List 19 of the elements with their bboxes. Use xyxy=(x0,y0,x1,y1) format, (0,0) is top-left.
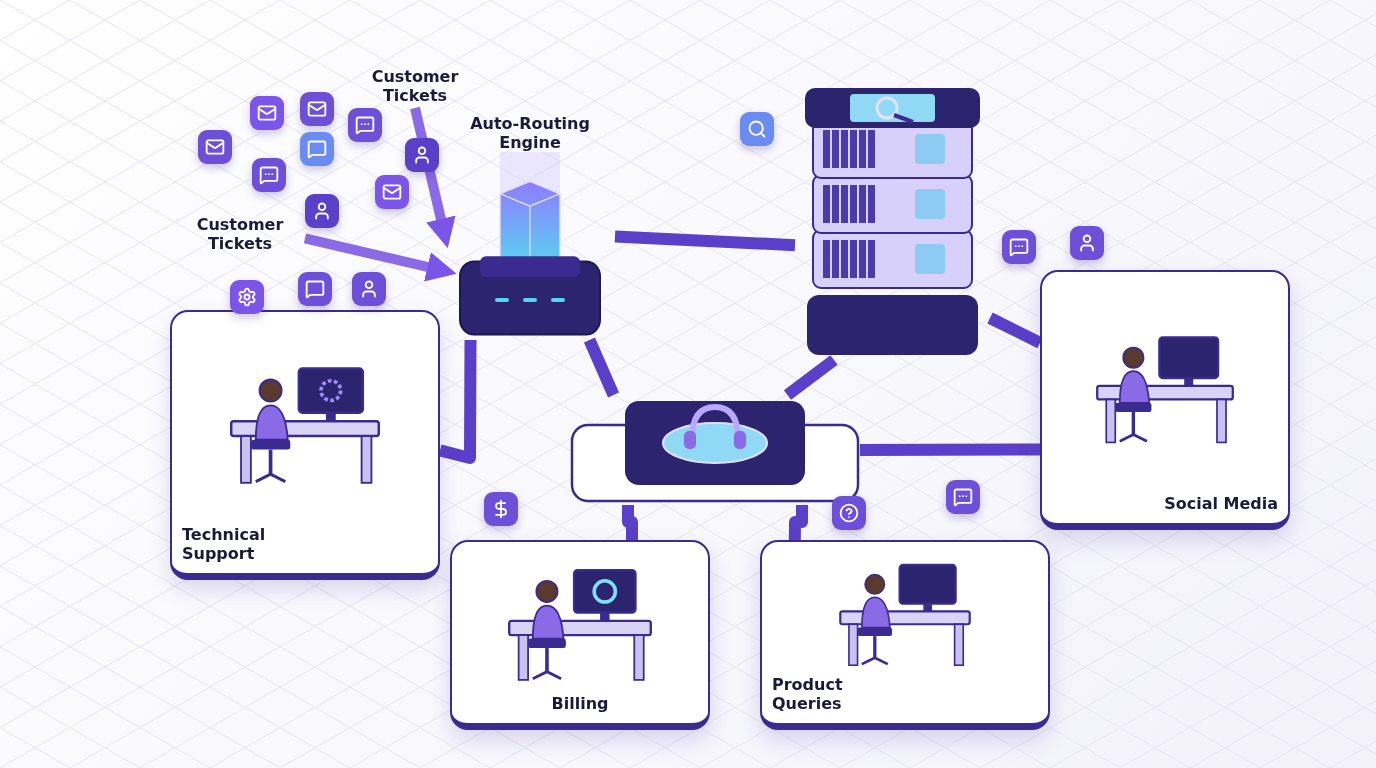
routing-track xyxy=(622,505,638,540)
engine-label: Auto-Routing Engine xyxy=(469,114,591,153)
desk-platform xyxy=(1040,270,1290,530)
department-label: Technical Support xyxy=(182,524,267,563)
desk-platform xyxy=(170,310,440,580)
routing-track xyxy=(783,355,838,400)
ticket-stream-label: Customer Tickets xyxy=(175,212,305,256)
department-label: Product Queries xyxy=(772,674,844,713)
routing-track xyxy=(614,230,796,252)
desk-platform xyxy=(450,540,710,730)
desk-platform xyxy=(760,540,1050,730)
ticket-stream-label: Customer Tickets xyxy=(350,64,480,108)
ticket-flow-arrow xyxy=(303,233,457,282)
routing-track xyxy=(788,505,808,541)
routing-track xyxy=(584,337,619,398)
routing-track xyxy=(438,339,477,464)
routing-track xyxy=(859,443,1041,456)
department-label: Social Media xyxy=(1163,493,1278,513)
department-label: Billing xyxy=(550,693,610,713)
